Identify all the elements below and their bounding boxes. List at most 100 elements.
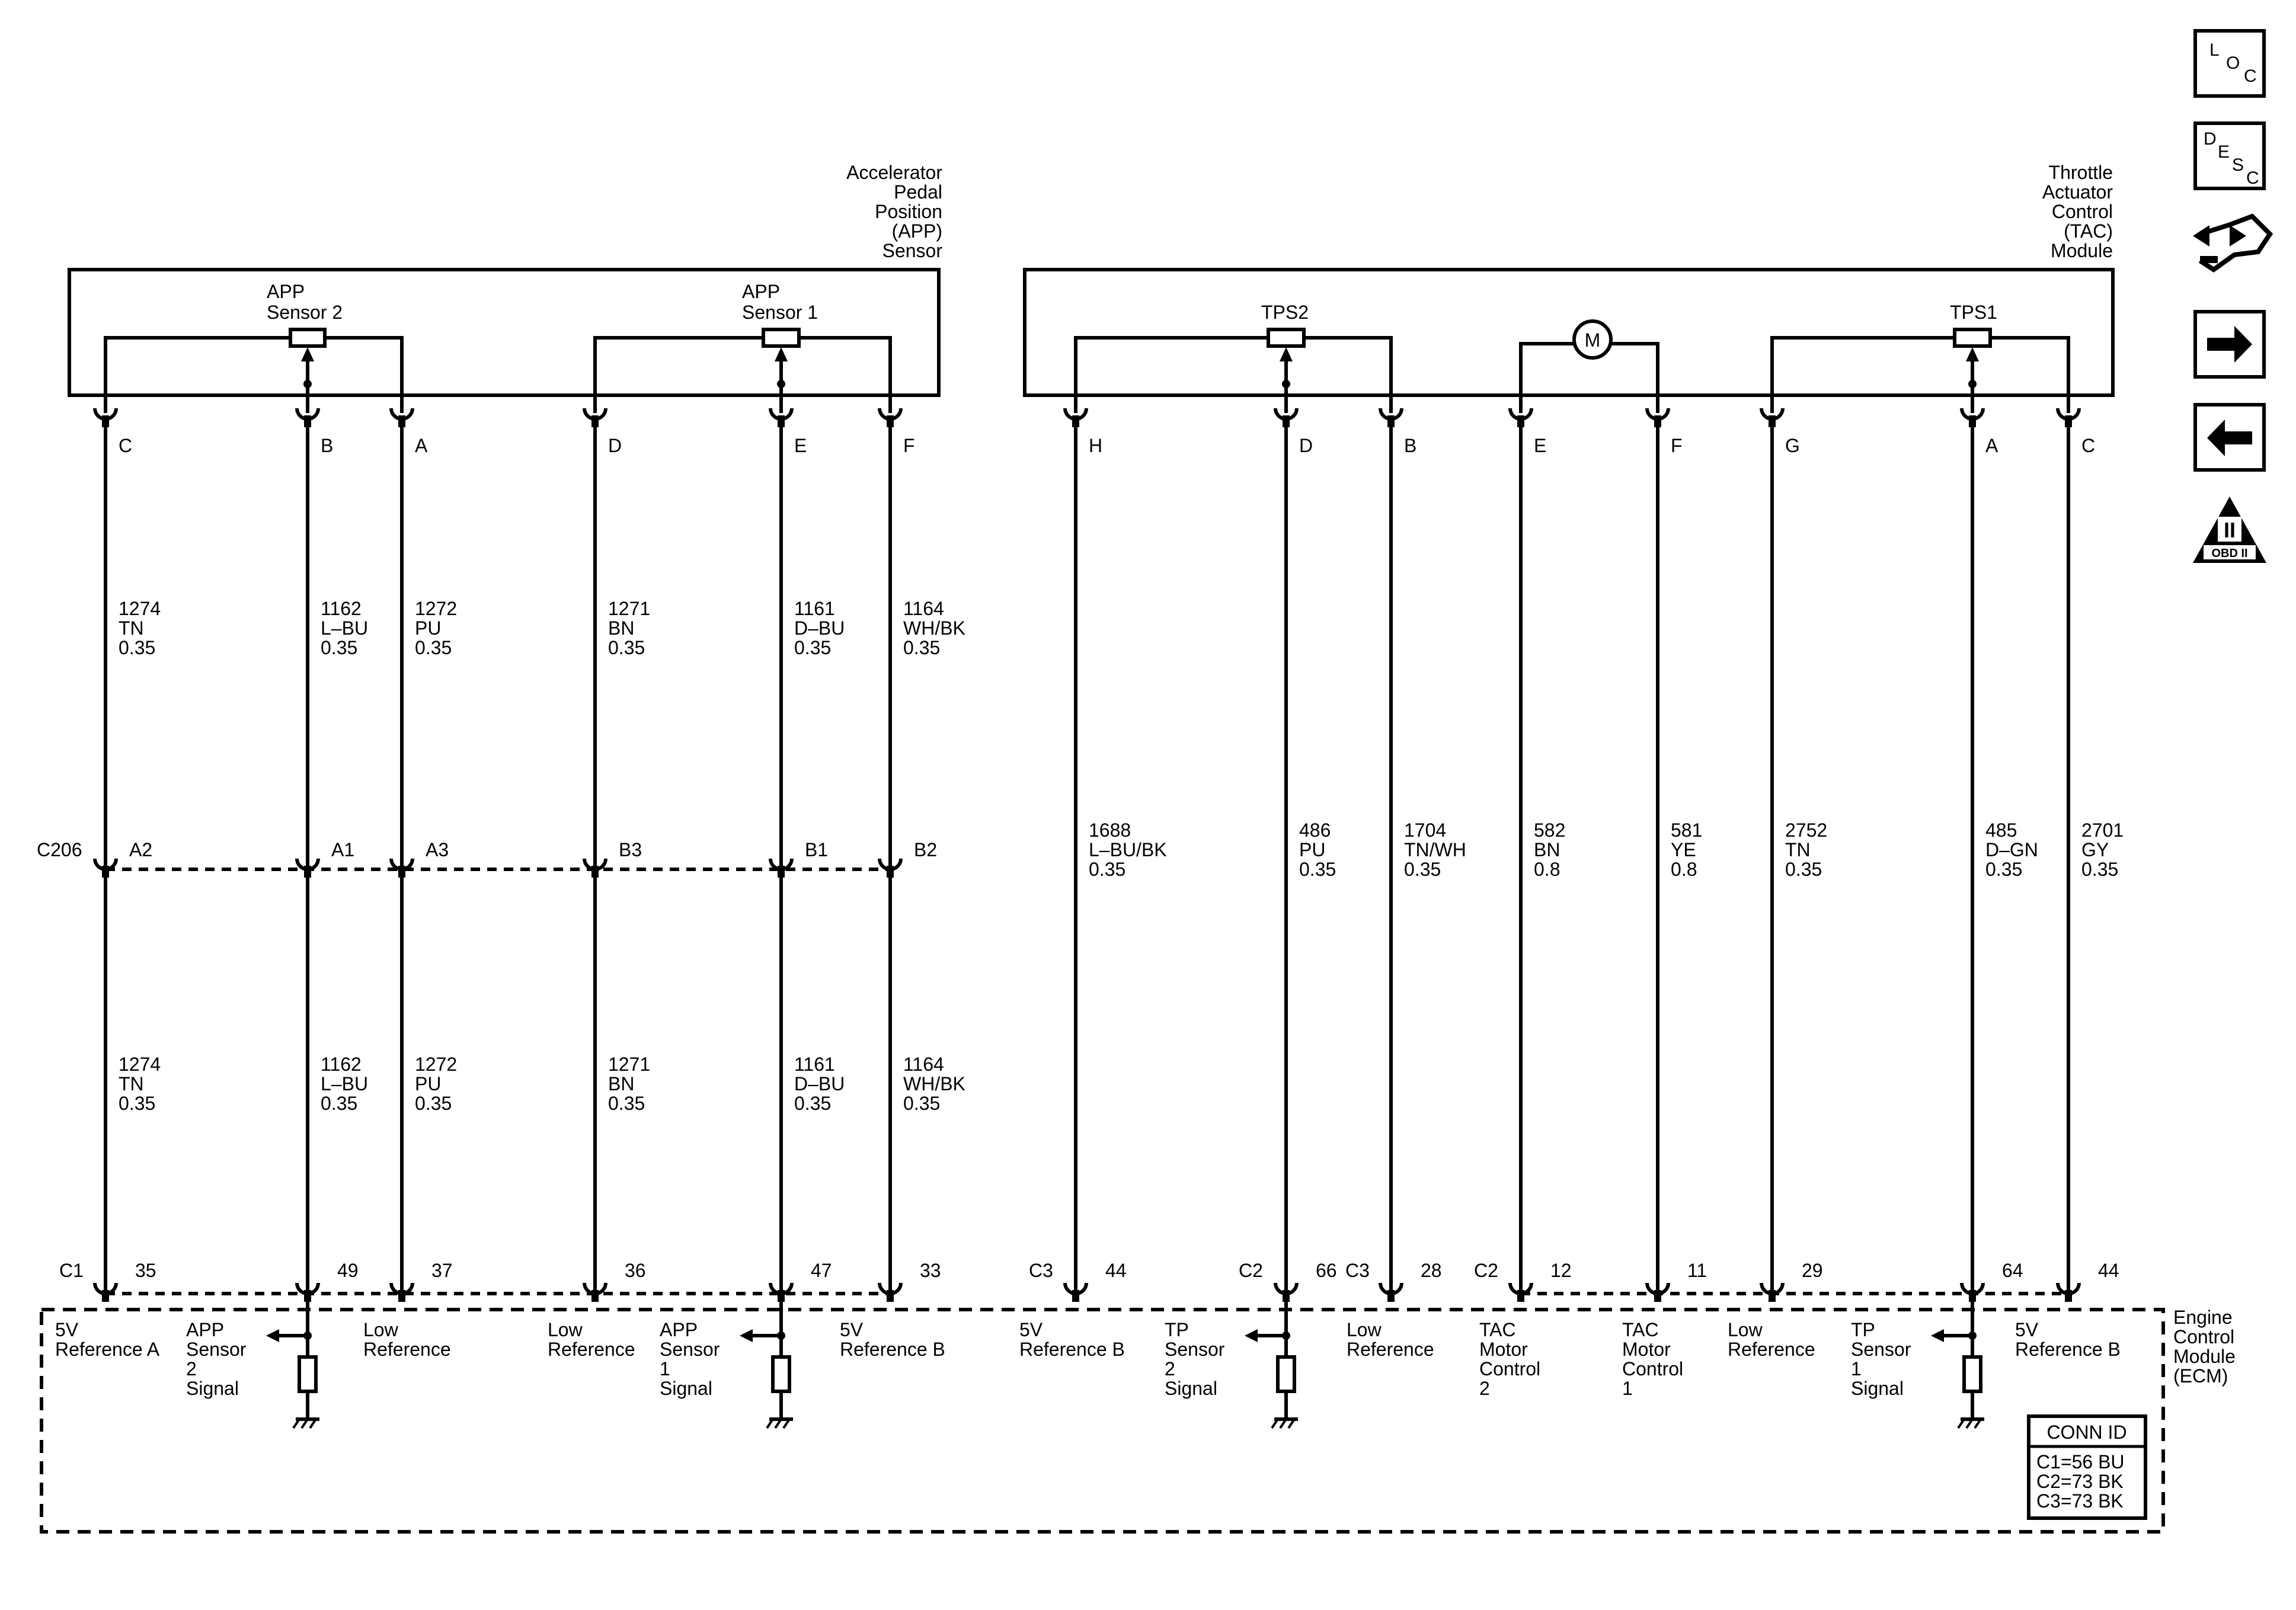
desc-letter: E <box>2218 142 2230 162</box>
loc-letter: O <box>2226 53 2240 73</box>
tps2: TPS2 <box>1074 302 1393 413</box>
top-pin-label: G <box>1785 435 1800 456</box>
ecm-pin-function-label: TAC <box>1479 1319 1516 1340</box>
ecm-connector-pin-terminal <box>1654 1290 1661 1302</box>
top-pin-label: C <box>119 435 132 456</box>
ecm-pin-function-label: 2 <box>1165 1358 1175 1379</box>
ecm-connector-pin-terminal <box>887 1290 894 1302</box>
wire-label: 1272 <box>415 1054 457 1075</box>
tac-motor: M <box>1519 319 1659 413</box>
connector-end-view-icon[interactable] <box>2193 213 2273 273</box>
wire-label: 1271 <box>608 1054 650 1075</box>
wire-label: BN <box>608 617 634 639</box>
ecm-pin-function-label: 1 <box>1851 1358 1862 1379</box>
ecm-connector-pin-terminal <box>778 1290 785 1302</box>
ecm-pin-function-label: Control <box>1622 1358 1683 1379</box>
ecm-pin-function-label: Sensor <box>186 1339 247 1360</box>
desc-icon[interactable]: D E S C <box>2193 121 2266 190</box>
c206-label: C206 <box>37 839 82 860</box>
top-pin-label: H <box>1089 435 1102 456</box>
obd-caption: OBD II <box>2211 547 2247 560</box>
ground-hatch <box>782 1418 791 1429</box>
wire-label: 1162 <box>321 598 362 619</box>
conn-id-table: CONN ID C1=56 BU C2=73 BK C3=73 BK <box>2027 1414 2147 1520</box>
wire-label: 0.35 <box>321 637 357 658</box>
wire-label: 1272 <box>415 598 457 619</box>
ecm-connector-pin-terminal <box>102 1290 109 1302</box>
ecm-pin-function-label: TAC <box>1622 1319 1659 1340</box>
wire-label: PU <box>415 1073 441 1094</box>
ecm-pin-function-label: Reference <box>1728 1339 1815 1360</box>
wire-label: 0.8 <box>1671 859 1697 880</box>
ecm-pin-label: 44 <box>1105 1260 1127 1281</box>
tps1-resistor <box>1953 328 1992 348</box>
ecm-c2-label: C2 <box>1474 1260 1498 1281</box>
ecm-connector-pin-terminal <box>2065 1290 2072 1302</box>
ecm-pin-function-label: 5V <box>840 1319 864 1340</box>
app-sensor1-label: Sensor 1 <box>742 302 818 323</box>
ground-hatch <box>300 1418 309 1429</box>
wire-label: 0.35 <box>1089 859 1125 880</box>
loc-icon[interactable]: L O C <box>2193 29 2266 98</box>
obd-ii-icon[interactable]: II OBD II <box>2193 497 2266 563</box>
ecm-connector-pin-terminal <box>1387 1290 1395 1302</box>
top-connector-pin-terminal <box>591 415 599 427</box>
ground-hatch <box>1287 1418 1296 1429</box>
sense-node <box>1282 1331 1290 1340</box>
wire-label: 0.35 <box>608 637 645 658</box>
wire-label: 0.35 <box>119 637 155 658</box>
top-connector-pin-terminal <box>2065 415 2072 427</box>
app-sensor1-label: APP <box>742 281 780 302</box>
wire-label: WH/BK <box>903 617 965 639</box>
ground-hatch <box>1279 1418 1287 1429</box>
top-connector-pin-terminal <box>778 415 785 427</box>
loc-letter: L <box>2209 40 2220 60</box>
tps1-label: TPS1 <box>1950 302 1997 323</box>
previous-page-icon[interactable] <box>2193 403 2266 472</box>
ground-hatch <box>1965 1418 1974 1429</box>
ecm-pin-label: 33 <box>920 1260 941 1281</box>
tac-title-line: Module <box>2051 240 2113 261</box>
c206-pin-label: B2 <box>914 839 937 860</box>
wire-label: L–BU/BK <box>1089 839 1167 860</box>
wire-label: 1164 <box>903 1054 944 1075</box>
ecm-pin-function-label: 2 <box>186 1358 197 1379</box>
c206-connector-pin-terminal <box>778 866 785 878</box>
ecm-pin-label: 64 <box>2002 1260 2023 1281</box>
top-connector-pin-terminal <box>1654 415 1661 427</box>
ecm-pin-label: 35 <box>135 1260 156 1281</box>
wire-label: BN <box>608 1073 634 1094</box>
wire-label: L–BU <box>321 1073 368 1094</box>
c206-pin-label: A3 <box>426 839 449 860</box>
nav-icons: L O C D E S C II O <box>2193 29 2273 563</box>
wire-label: D–GN <box>1985 839 2038 860</box>
c206-pin-label: A2 <box>129 839 152 860</box>
next-page-icon[interactable] <box>2193 310 2266 379</box>
tps2-resistor <box>1267 328 1306 348</box>
ecm-pin-function-label: Reference B <box>1019 1339 1125 1360</box>
tac-module-title: Throttle Actuator Control (TAC) Module <box>2042 162 2113 261</box>
top-pin-label: A <box>1985 435 1998 456</box>
obd-numeral: II <box>2224 518 2236 542</box>
pulldown-resistor <box>1276 1355 1296 1393</box>
top-pin-label: D <box>608 435 622 456</box>
ecm-pin-function-label: Low <box>548 1319 583 1340</box>
ecm-connector-pin-terminal <box>591 1290 599 1302</box>
conn-id-row: C3=73 BK <box>2036 1490 2124 1512</box>
app-title-line: (APP) <box>892 220 942 242</box>
top-connector-pin-terminal <box>398 415 405 427</box>
wire-label: YE <box>1671 839 1696 860</box>
ecm-connector-pin-terminal <box>1072 1290 1079 1302</box>
ecm-pin-function-label: 1 <box>660 1358 670 1379</box>
top-connector-pin-terminal <box>1072 415 1079 427</box>
wire-label: 1162 <box>321 1054 362 1075</box>
top-connector-pin-terminal <box>102 415 109 427</box>
wire-label: TN <box>119 617 144 639</box>
wire-label: 0.35 <box>794 637 831 658</box>
tac-module-box <box>1023 268 2115 397</box>
ecm-pin-function-label: 2 <box>1479 1378 1490 1399</box>
wire-label: 485 <box>1985 820 2017 841</box>
ecm-pin-function-label: 1 <box>1622 1378 1633 1399</box>
top-connector-pin-terminal <box>1517 415 1524 427</box>
